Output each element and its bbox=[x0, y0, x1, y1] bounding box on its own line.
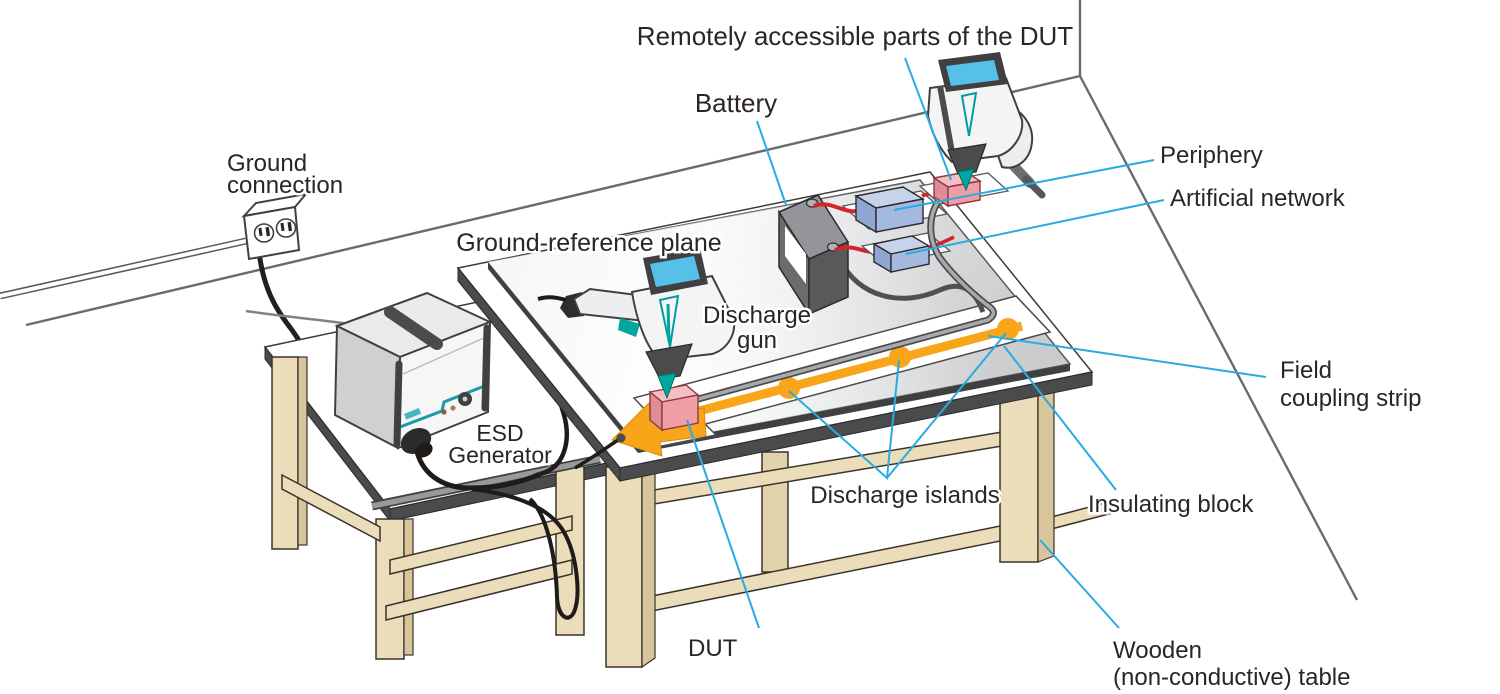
field-coupling-strip bbox=[678, 321, 1024, 421]
gun-cable-stub bbox=[537, 295, 567, 302]
dut-block-front bbox=[661, 394, 699, 431]
gun-discharge-tip bbox=[657, 372, 677, 400]
generator-logo bbox=[404, 408, 422, 420]
outlet-socket-left-icon bbox=[253, 223, 275, 243]
label-field-coupling-strip-1: Field bbox=[1280, 357, 1332, 384]
socket-slot bbox=[287, 221, 293, 232]
leader-remote-parts bbox=[904, 57, 952, 181]
generator-panel-seam bbox=[402, 336, 487, 375]
label-periphery: Periphery bbox=[1160, 142, 1263, 169]
leader-wooden-table bbox=[1039, 539, 1120, 629]
artificial-network-box bbox=[890, 245, 930, 273]
gun-emblem bbox=[960, 91, 978, 137]
socket-slot bbox=[265, 226, 271, 237]
wall-floor-line-right bbox=[1078, 75, 1359, 601]
label-discharge-gun-2: gun bbox=[737, 327, 777, 354]
periphery-and-network bbox=[813, 186, 955, 274]
label-esd-generator-1: ESD bbox=[476, 420, 523, 446]
hv-cable-loop bbox=[471, 487, 580, 620]
gun-body bbox=[630, 274, 736, 362]
table-front-left-leg bbox=[605, 466, 643, 668]
label-ground-connection-2: connection bbox=[227, 172, 343, 199]
outlet-socket-right-icon bbox=[275, 218, 297, 238]
discharge-gun-top bbox=[926, 52, 1046, 199]
table-front-right-leg-side bbox=[1037, 383, 1055, 563]
label-artificial-network: Artificial network bbox=[1170, 185, 1346, 212]
discharge-gun-left bbox=[537, 248, 736, 400]
table-lower-rail bbox=[641, 517, 1041, 614]
gun-emblem-line bbox=[666, 303, 671, 343]
dut-ground-cable bbox=[574, 438, 619, 470]
table-front-left-leg-side bbox=[641, 463, 656, 669]
small-table-leg bbox=[271, 356, 299, 550]
generator-led bbox=[450, 405, 456, 411]
gun-nose bbox=[645, 343, 693, 380]
label-discharge-gun-1: Discharge bbox=[703, 302, 811, 329]
generator-led bbox=[441, 409, 447, 415]
leader-periphery bbox=[893, 159, 1155, 211]
leader-artificial-network bbox=[905, 199, 1165, 255]
label-wooden-table-1: Wooden bbox=[1113, 637, 1202, 664]
generator-handle-strip bbox=[384, 306, 443, 350]
gun-discharge-tip bbox=[957, 168, 975, 192]
label-remote-parts: Remotely accessible parts of the DUT bbox=[637, 21, 1074, 51]
gun-trigger bbox=[618, 318, 640, 337]
socket-slot bbox=[280, 222, 285, 232]
leader-dut bbox=[686, 419, 760, 629]
small-table-leg bbox=[375, 518, 405, 660]
gun-nose bbox=[947, 143, 987, 175]
socket-slot bbox=[258, 227, 263, 237]
battery bbox=[777, 194, 986, 317]
label-esd-generator-2: Generator bbox=[448, 442, 552, 468]
small-table-leg-side bbox=[403, 518, 414, 656]
small-table-rail-lower bbox=[385, 559, 573, 621]
label-field-coupling-strip-2: coupling strip bbox=[1280, 385, 1421, 412]
discharge-island bbox=[889, 346, 911, 368]
hv-cable bbox=[414, 451, 542, 491]
ground-strap bbox=[371, 456, 601, 509]
label-dut: DUT bbox=[688, 635, 738, 662]
wall-floor-line-left bbox=[25, 74, 1081, 327]
plane-edge-left bbox=[488, 262, 638, 453]
small-table-rail bbox=[389, 515, 573, 575]
small-table-side-rail bbox=[281, 473, 381, 543]
small-table-leg-side bbox=[297, 356, 308, 546]
ground-connection-outlet bbox=[0, 192, 351, 346]
label-wooden-table-2: (non-conductive) table bbox=[1113, 664, 1350, 691]
gun-display-screen bbox=[946, 60, 999, 86]
outlet-cable-white bbox=[0, 239, 247, 298]
discharge-island bbox=[778, 377, 800, 399]
esd-generator bbox=[333, 291, 493, 458]
discharge-island bbox=[997, 318, 1019, 340]
gun-body-stripe bbox=[937, 85, 956, 159]
coupling-rod bbox=[679, 201, 996, 406]
ground-stud bbox=[616, 433, 626, 443]
leader-battery bbox=[756, 120, 787, 206]
gun-rear-electrode-tip bbox=[1022, 175, 1046, 199]
leader-insulating-block bbox=[1003, 345, 1117, 491]
generator-knob-dot bbox=[462, 396, 468, 402]
leader-discharge-islands bbox=[788, 332, 1007, 481]
label-ground-connection-1: Ground bbox=[227, 150, 307, 177]
leader-lines bbox=[686, 57, 1267, 629]
room-wall-lines bbox=[25, 0, 1359, 601]
leader-field-coupling-strip bbox=[987, 335, 1267, 378]
table-front-right-leg bbox=[999, 387, 1039, 563]
label-ground-reference-plane: Ground-reference plane bbox=[456, 229, 721, 257]
generator-bumper-left bbox=[393, 360, 403, 448]
label-discharge-islands: Discharge islands bbox=[810, 482, 999, 509]
table-edge-front bbox=[619, 371, 1093, 482]
battery-label bbox=[785, 226, 806, 284]
gun-display-screen bbox=[650, 256, 700, 287]
dut-assembly bbox=[574, 384, 718, 470]
generator-bumper-right bbox=[481, 324, 491, 412]
label-insulating-block: Insulating block bbox=[1088, 491, 1254, 518]
label-battery: Battery bbox=[695, 88, 777, 118]
ground-wire-thin bbox=[245, 309, 351, 326]
labels: Remotely accessible parts of the DUT Bat… bbox=[225, 19, 1424, 694]
